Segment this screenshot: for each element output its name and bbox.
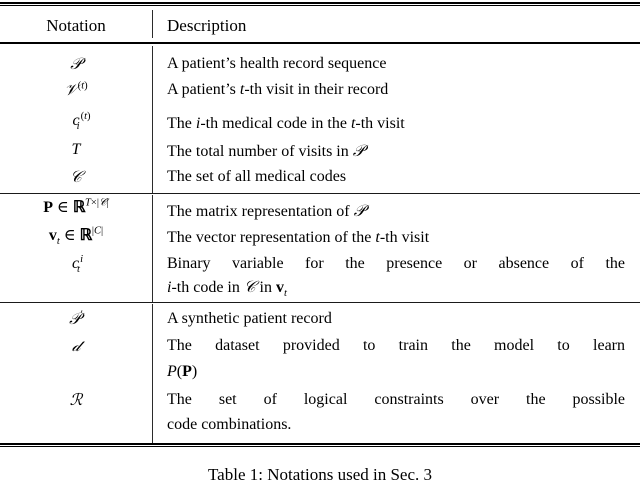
table-top-rule <box>0 2 640 6</box>
description-text-pre: The <box>167 115 196 132</box>
description-cell: The i-th medical code in the t-th visit <box>167 116 625 132</box>
inline-symbol-script-c: 𝒞 <box>243 277 256 296</box>
description-cell-continued: P(P) <box>167 363 198 380</box>
description-text-mid: in <box>255 279 276 296</box>
inline-symbol-i: i <box>167 279 172 296</box>
description-text: The dataset provided to train the model … <box>167 337 625 354</box>
subscript-t: t <box>56 236 60 248</box>
description-text: A synthetic patient record <box>167 310 332 327</box>
symbol-script-p: 𝒫 <box>70 54 82 73</box>
description-cell-continued: i-th code in 𝒞 in vt <box>167 277 625 300</box>
subscript-i: i <box>76 121 80 133</box>
notation-cell: vt ∈ ℝ|C| <box>0 225 152 248</box>
block3-vertical-divider <box>152 304 153 443</box>
description-text: The set of all medical codes <box>167 168 347 185</box>
inline-symbol-prob: P <box>167 363 177 380</box>
inline-symbol-i: i <box>195 115 201 132</box>
symbol-prime: ′ <box>80 309 83 321</box>
superscript-bar-right: | <box>101 225 104 237</box>
block1-vertical-divider <box>152 46 153 193</box>
description-text: code combinations. <box>167 416 292 433</box>
description-text-post: -th visit in their record <box>244 81 389 98</box>
description-cell: The dataset provided to train the model … <box>167 338 625 354</box>
description-cell: Binary variable for the presence or abse… <box>167 256 625 272</box>
description-text-mid: -th medical code in the <box>200 115 351 132</box>
block2-bottom-rule <box>0 302 640 303</box>
inline-symbol-script-p: 𝒫 <box>353 201 366 220</box>
description-cell-continued: code combinations. <box>167 417 625 433</box>
inline-symbol-t: t <box>350 115 356 132</box>
symbol-bold-v: v <box>48 227 57 244</box>
notation-cell: 𝒱(t) <box>64 80 88 99</box>
superscript-t: t <box>81 80 85 92</box>
table-bottom-rule <box>0 443 640 447</box>
superscript-c: 𝒞 <box>98 197 107 209</box>
superscript-bar-left: | <box>91 225 94 237</box>
subscript-t: t <box>284 288 287 300</box>
description-text-pre: A patient’s <box>167 81 240 98</box>
notation-cell: c(t)i <box>72 110 91 133</box>
symbol-element-of: ∈ <box>56 199 69 216</box>
inline-symbol-t: t <box>375 229 380 246</box>
symbol-script-r: ℛ <box>69 390 83 409</box>
block1-bottom-rule <box>0 193 640 194</box>
notation-cell: 𝒹 <box>0 338 152 355</box>
superscript-c: C <box>93 225 101 237</box>
symbol-c: c <box>72 255 80 272</box>
notation-cell: 𝒫 <box>0 56 152 73</box>
symbol-c: c <box>72 112 80 129</box>
description-cell: A synthetic patient record <box>167 311 625 327</box>
symbol-script-v: 𝒱 <box>64 80 78 99</box>
superscript-t: t <box>84 110 88 122</box>
symbol-blackboard-r: ℝ <box>79 227 93 244</box>
description-text: A patient’s health record sequence <box>167 55 387 72</box>
symbol-script-d: 𝒹 <box>71 336 81 355</box>
symbol-bold-p: P <box>43 199 53 216</box>
superscript-t: T <box>85 197 91 209</box>
description-text: The matrix representation of <box>167 203 354 220</box>
superscript-i: i <box>80 253 84 265</box>
description-text-pre: The vector representation of the <box>167 229 376 246</box>
superscript-times: × <box>90 197 97 209</box>
description-text-pre: -th code in <box>171 279 244 296</box>
notation-cell: P ∈ ℝT×|𝒞| <box>0 197 152 216</box>
description-text: The total number of visits in <box>167 143 353 160</box>
header-bottom-rule <box>0 42 640 44</box>
notation-cell: 𝒫′ <box>0 309 152 328</box>
description-cell: The total number of visits in 𝒫 <box>167 143 625 160</box>
notation-cell: T <box>0 142 152 158</box>
block2-vertical-divider <box>152 195 153 302</box>
symbol-script-p-prime: 𝒫 <box>69 309 81 328</box>
notation-cell: ℛ <box>0 392 152 409</box>
description-cell: A patient’s t-th visit in their record <box>167 82 625 98</box>
description-cell: The vector representation of the t-th vi… <box>167 230 625 246</box>
description-cell: The matrix representation of 𝒫 <box>167 203 625 220</box>
description-cell: A patient’s health record sequence <box>167 56 625 72</box>
subscript-t: t <box>77 264 80 276</box>
column-header-notation: Notation <box>46 16 106 35</box>
symbol-blackboard-r: ℝ <box>72 199 86 216</box>
superscript-bar-left: | <box>96 197 99 209</box>
table-caption: Table 1: Notations used in Sec. 3 <box>207 465 433 484</box>
column-header-description: Description <box>167 16 247 35</box>
superscript-bar-right: | <box>106 197 109 209</box>
notation-cell: 𝒞 <box>0 169 152 186</box>
symbol-capital-t: T <box>71 141 81 158</box>
inline-symbol-bold-p: P <box>182 363 192 380</box>
notation-cell: cit <box>0 253 152 276</box>
description-text: Binary variable for the presence or abse… <box>167 255 625 272</box>
header-vertical-divider <box>152 10 153 38</box>
symbol-script-c: 𝒞 <box>70 167 82 186</box>
inline-symbol-t: t <box>239 81 245 98</box>
inline-symbol-script-p: 𝒫 <box>352 141 365 160</box>
description-cell: The set of logical constraints over the … <box>167 392 625 408</box>
description-text: The set of logical constraints over the … <box>167 391 625 408</box>
description-text-post: -th visit <box>379 229 430 246</box>
description-text-post: -th visit <box>355 115 405 132</box>
inline-symbol-bold-v: v <box>276 279 284 296</box>
description-cell: The set of all medical codes <box>167 169 625 185</box>
symbol-element-of: ∈ <box>63 227 76 244</box>
